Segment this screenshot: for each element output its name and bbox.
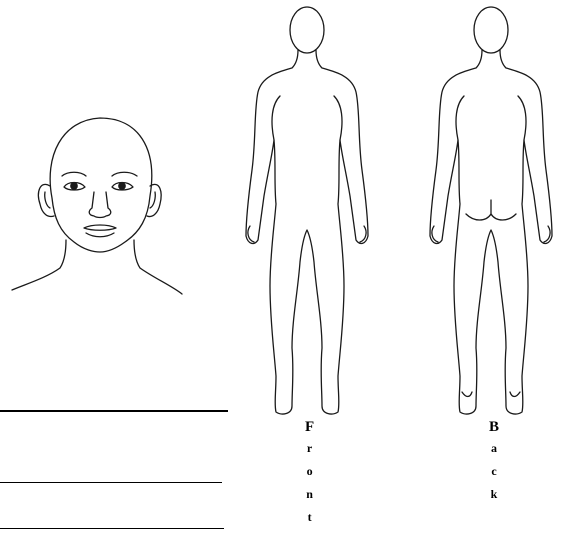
writing-line [0, 482, 222, 483]
front-label-letter: t [308, 506, 312, 529]
back-label-letter: k [491, 483, 498, 506]
writing-line [0, 528, 224, 529]
head-portrait [12, 118, 182, 294]
front-label: F r o n t [305, 418, 314, 529]
back-label-letter: B [489, 418, 499, 437]
front-body-outline [246, 7, 368, 414]
front-label-letter: r [307, 437, 312, 460]
front-label-letter: o [307, 460, 313, 483]
back-label: B a c k [489, 418, 499, 506]
front-label-letter: n [306, 483, 313, 506]
writing-line [0, 410, 228, 412]
back-body-outline [430, 7, 552, 414]
back-label-letter: c [491, 460, 496, 483]
back-label-letter: a [491, 437, 497, 460]
front-label-letter: F [305, 418, 314, 437]
